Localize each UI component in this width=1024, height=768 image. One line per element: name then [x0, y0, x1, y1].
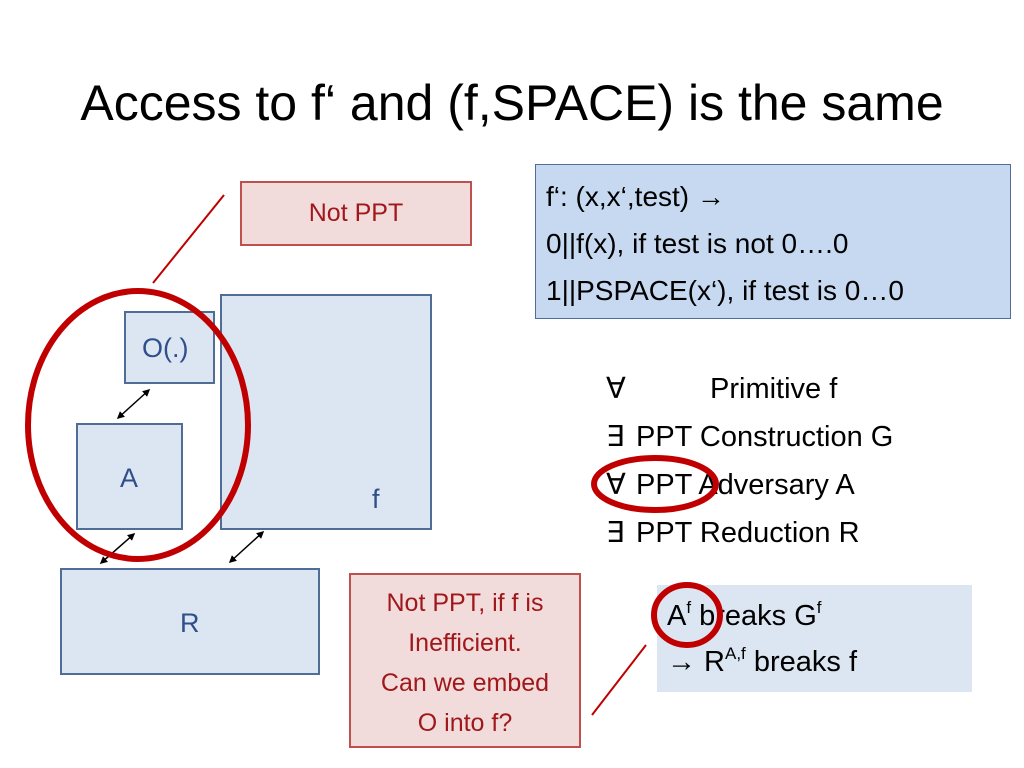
arrow-o-a [116, 388, 151, 420]
superscript: A,f [725, 644, 746, 663]
exists-symbol: ∃ [606, 517, 625, 549]
breaks-text: breaks f [745, 646, 858, 678]
quantifier-list: ∀ Primitive f ∃ PPT Construction G ∀ PPT Ad… [606, 365, 893, 557]
definition-line: f‘: (x,x‘,test) → [546, 181, 725, 212]
definition-box: f‘: (x,x‘,test) → 0||f(x), if test is no… [535, 164, 1011, 319]
quantifier-text: PPT Construction G [636, 421, 894, 453]
breaks-line-2: → RA,f breaks f [667, 639, 972, 685]
box-reduction-label: R [180, 608, 200, 638]
highlight-circle-oracle-adversary [25, 288, 251, 562]
callout-line: Can we embed [380, 669, 550, 697]
quantifier-row: ∃ PPT Construction G [606, 413, 893, 461]
connector-not-ppt [152, 194, 225, 284]
connector-inefficient [591, 644, 647, 716]
callout-line: O into f? [417, 709, 513, 737]
exists-symbol: ∃ [606, 421, 625, 453]
callout-inefficient: Not PPT, if f is Inefficient. Can we emb… [349, 573, 581, 748]
callout-line: Inefficient. [408, 629, 522, 657]
quantifier-text: Primitive f [710, 373, 838, 405]
quantifier-row: ∀ PPT Adversary A [606, 461, 893, 509]
box-adversary-label: A [120, 463, 139, 493]
quantifier-text: PPT Reduction R [636, 517, 860, 549]
superscript: f [816, 598, 822, 617]
box-oracle-label: O(.) [142, 333, 189, 363]
highlight-circle-forall [591, 455, 719, 513]
breaks-reduction: R [696, 646, 725, 678]
arrow-f-r [228, 530, 265, 564]
forall-symbol: ∀ [606, 373, 626, 405]
quantifier-row: ∀ Primitive f [606, 365, 893, 413]
highlight-circle-af [651, 582, 723, 648]
quantifier-text: PPT Adversary A [636, 469, 855, 501]
arrow-right-icon: → [667, 646, 696, 678]
box-f-label: f [372, 484, 380, 514]
breaks-adversary: A [667, 600, 687, 632]
box-oracle: O(.) [124, 311, 215, 384]
callout-line: Not PPT, if f is [386, 589, 544, 617]
forall-symbol: ∀ [606, 469, 626, 501]
box-adversary: A [76, 423, 183, 530]
quantifier-row: ∃ PPT Reduction R [606, 509, 893, 557]
callout-not-ppt: Not PPT [240, 181, 472, 246]
box-f: f [220, 294, 432, 530]
slide-title: Access to f‘ and (f,SPACE) is the same [80, 75, 944, 131]
arrow-a-r [99, 533, 136, 564]
callout-not-ppt-text: Not PPT [308, 199, 404, 227]
superscript: f [686, 598, 692, 617]
definition-line: 1||PSPACE(x‘), if test is 0…0 [546, 275, 904, 306]
definition-line: 0||f(x), if test is not 0….0 [546, 228, 849, 259]
box-reduction: R [60, 568, 320, 675]
